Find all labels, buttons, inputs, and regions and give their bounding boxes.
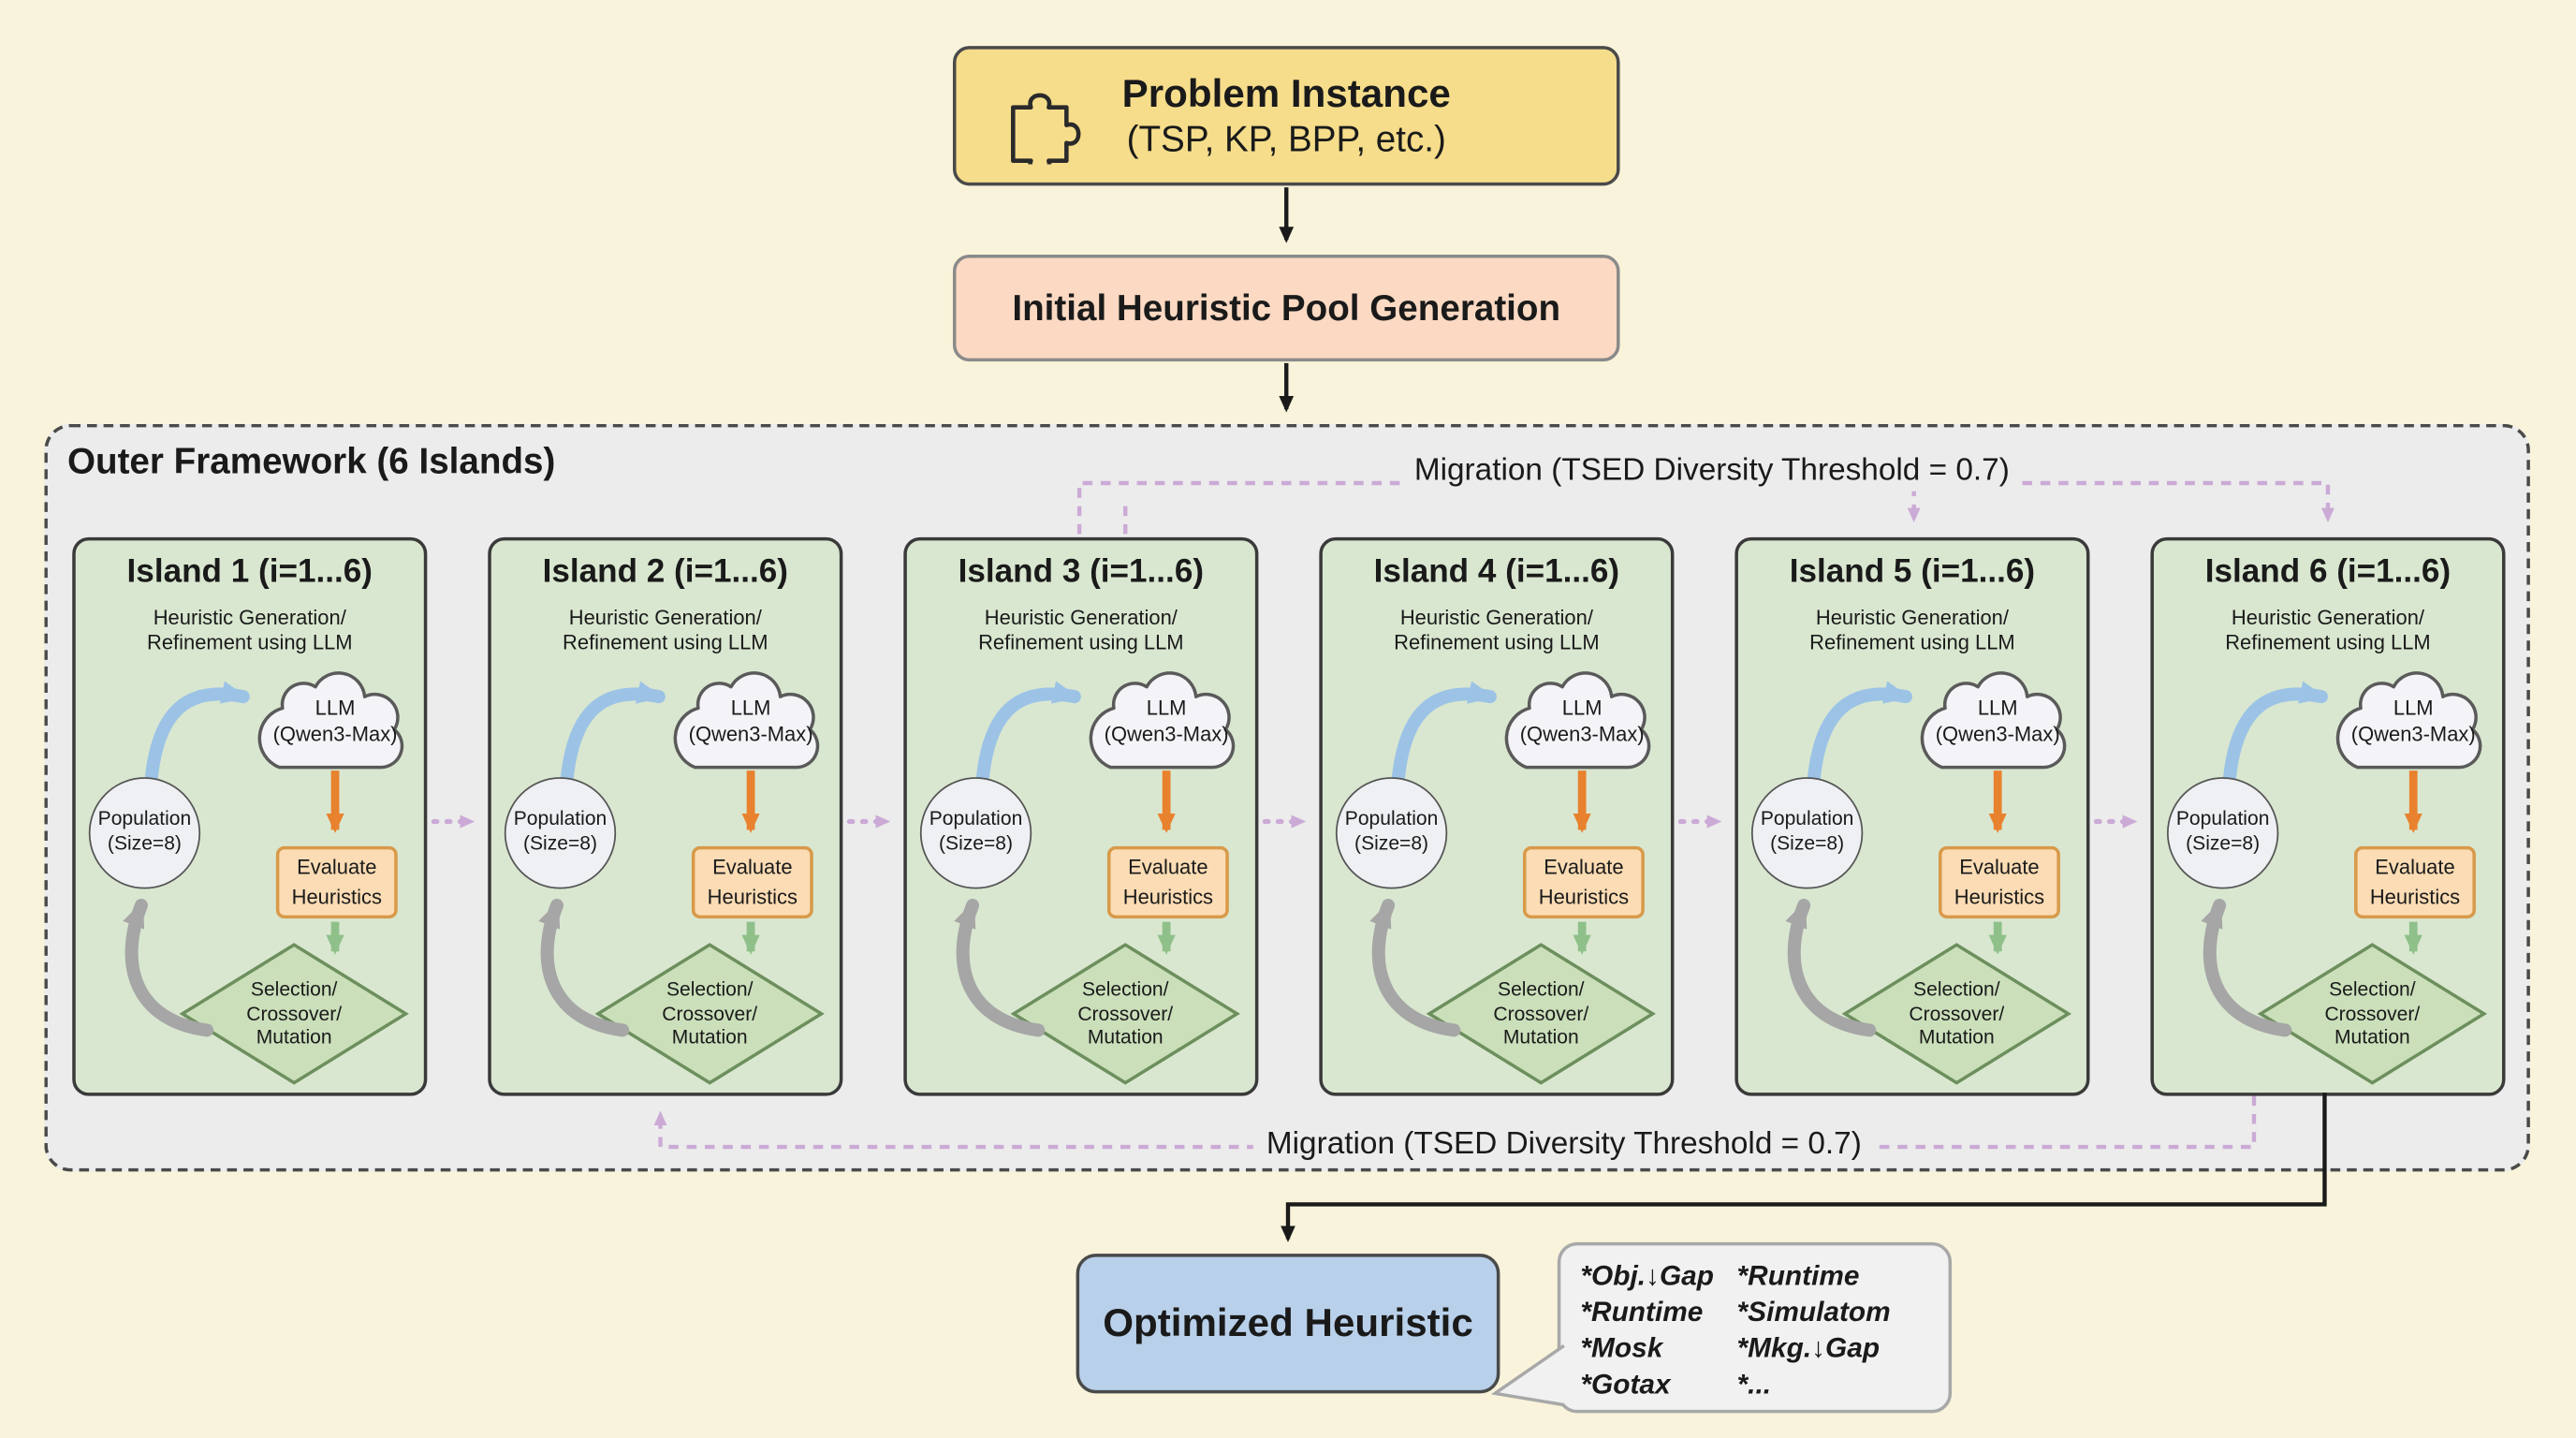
population-to-llm-arrow xyxy=(975,681,1081,787)
evaluate-heuristics-node: Evaluate Heuristics xyxy=(1522,845,1645,919)
population-node: Population (Size=8) xyxy=(1750,777,1864,889)
migration-top-label: Migration (TSED Diversity Threshold = 0.… xyxy=(1400,451,2023,492)
evaluate-heuristics-node: Evaluate Heuristics xyxy=(1106,845,1229,919)
evaluate-heuristics-node: Evaluate Heuristics xyxy=(275,845,398,919)
islands-row: Island 1 (i=1...6) Heuristic Generation/… xyxy=(48,427,2533,1175)
island-title: Island 1 (i=1...6) xyxy=(126,553,373,591)
llm-node-label: LLM (Qwen3-Max) xyxy=(272,697,398,746)
llm-node-label: LLM (Qwen3-Max) xyxy=(688,697,813,746)
island-box: Island 3 (i=1...6) Heuristic Generation/… xyxy=(903,536,1259,1096)
island-title: Island 5 (i=1...6) xyxy=(1789,553,2036,591)
population-to-llm-arrow xyxy=(1807,681,1912,787)
heuristic-generation-label: Heuristic Generation/ Refinement using L… xyxy=(1394,606,1600,654)
selection-node-label: Selection/ Crossover/ Mutation xyxy=(1493,977,1589,1049)
metric-item: *Runtime xyxy=(1580,1296,1704,1328)
population-node: Population (Size=8) xyxy=(2166,777,2279,889)
population-to-llm-arrow xyxy=(560,681,666,787)
problem-instance-title: Problem Instance xyxy=(1121,71,1451,116)
island-title: Island 6 (i=1...6) xyxy=(2204,553,2452,591)
selection-node-label: Selection/ Crossover/ Mutation xyxy=(1909,977,2005,1049)
heuristic-generation-label: Heuristic Generation/ Refinement using L… xyxy=(978,606,1184,654)
island-title: Island 2 (i=1...6) xyxy=(542,553,789,591)
problem-instance-box: Problem Instance (TSP, KP, BPP, etc.) xyxy=(952,46,1620,186)
population-node: Population (Size=8) xyxy=(919,777,1032,889)
population-to-llm-arrow xyxy=(1391,681,1497,787)
problem-instance-subtitle: (TSP, KP, BPP, etc.) xyxy=(1126,117,1446,159)
llm-node-label: LLM (Qwen3-Max) xyxy=(2350,697,2476,746)
evaluate-heuristics-node: Evaluate Heuristics xyxy=(691,845,813,919)
metric-item: *... xyxy=(1736,1368,1772,1401)
island-title: Island 3 (i=1...6) xyxy=(958,553,1205,591)
island-title: Island 4 (i=1...6) xyxy=(1373,553,1620,591)
metric-item: *Runtime xyxy=(1736,1260,1860,1292)
population-node: Population (Size=8) xyxy=(88,777,201,889)
population-node: Population (Size=8) xyxy=(504,777,617,889)
evaluate-heuristics-node: Evaluate Heuristics xyxy=(1939,845,2060,919)
metrics-left-column: *Obj.↓Gap *Runtime *Mosk *Gotax xyxy=(1580,1258,1714,1400)
metric-item: *Mkg.↓Gap xyxy=(1736,1332,1881,1364)
population-to-llm-arrow xyxy=(2222,681,2328,787)
heuristic-generation-label: Heuristic Generation/ Refinement using L… xyxy=(563,606,768,654)
optimized-heuristic-box: Optimized Heuristic xyxy=(1076,1254,1500,1394)
selection-node-label: Selection/ Crossover/ Mutation xyxy=(2324,977,2421,1049)
heuristic-generation-label: Heuristic Generation/ Refinement using L… xyxy=(1809,606,2015,654)
llm-node-label: LLM (Qwen3-Max) xyxy=(1519,697,1645,746)
initial-pool-box: Initial Heuristic Pool Generation xyxy=(952,255,1620,362)
island-box: Island 5 (i=1...6) Heuristic Generation/… xyxy=(1734,536,2090,1096)
metric-item: *Simulatom xyxy=(1736,1296,1891,1328)
llm-node-label: LLM (Qwen3-Max) xyxy=(1104,697,1229,746)
llm-node-label: LLM (Qwen3-Max) xyxy=(1935,697,2060,746)
metric-item: *Obj.↓Gap xyxy=(1580,1260,1714,1292)
metric-item: *Gotax xyxy=(1580,1368,1671,1401)
island-box: Island 6 (i=1...6) Heuristic Generation/… xyxy=(2150,536,2506,1096)
island-box: Island 4 (i=1...6) Heuristic Generation/… xyxy=(1319,536,1675,1096)
selection-node-label: Selection/ Crossover/ Mutation xyxy=(1077,977,1174,1049)
selection-node-label: Selection/ Crossover/ Mutation xyxy=(662,977,758,1049)
puzzle-icon xyxy=(1011,93,1081,165)
metrics-right-column: *Runtime *Simulatom *Mkg.↓Gap *... xyxy=(1737,1258,1891,1400)
evaluate-heuristics-node: Evaluate Heuristics xyxy=(2354,845,2476,919)
island-box: Island 2 (i=1...6) Heuristic Generation/… xyxy=(488,536,843,1096)
outer-framework-box: Outer Framework (6 Islands) xyxy=(44,423,2530,1172)
metrics-callout: *Obj.↓Gap *Runtime *Mosk *Gotax *Runtime… xyxy=(1557,1241,1953,1414)
heuristic-generation-label: Heuristic Generation/ Refinement using L… xyxy=(2225,606,2431,654)
selection-node-label: Selection/ Crossover/ Mutation xyxy=(246,977,343,1049)
metric-item: *Mosk xyxy=(1580,1332,1663,1364)
population-to-llm-arrow xyxy=(144,681,250,787)
population-node: Population (Size=8) xyxy=(1335,777,1448,889)
island-box: Island 1 (i=1...6) Heuristic Generation/… xyxy=(72,536,428,1096)
heuristic-generation-label: Heuristic Generation/ Refinement using L… xyxy=(146,606,353,654)
outer-framework-title: Outer Framework (6 Islands) xyxy=(66,440,556,482)
